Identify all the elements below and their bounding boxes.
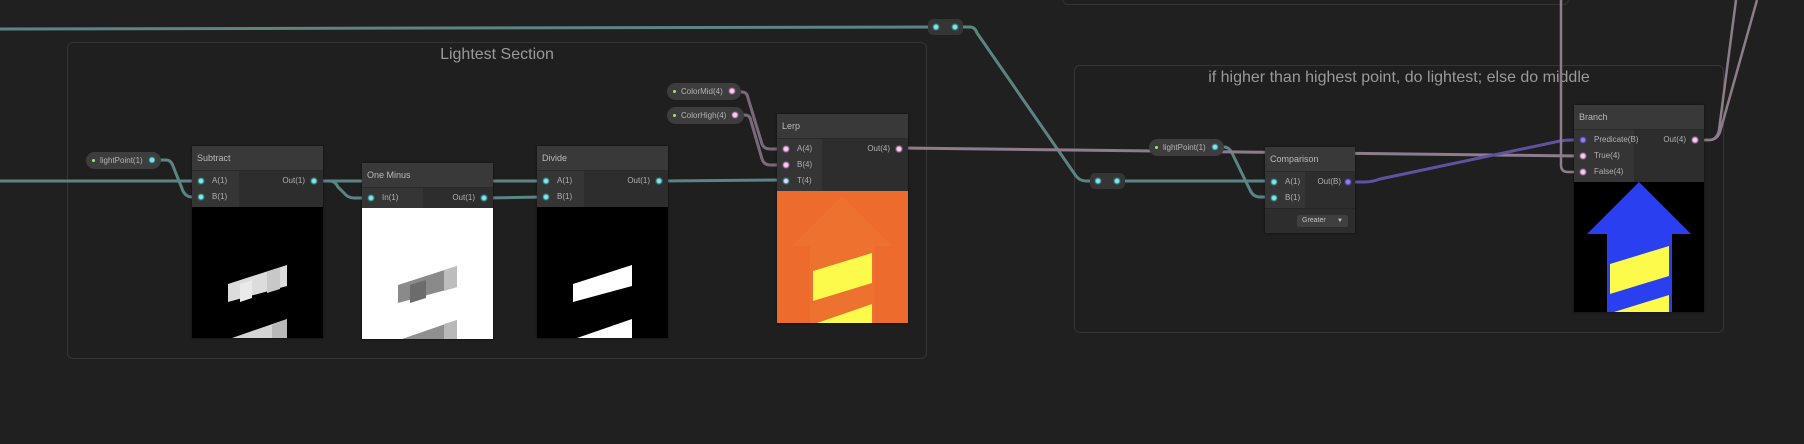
- port-icon[interactable]: [198, 194, 204, 200]
- node-preview: [537, 207, 668, 338]
- output-port[interactable]: Out(4): [1634, 132, 1704, 148]
- input-port-t[interactable]: T(4): [777, 173, 822, 189]
- port-out-icon[interactable]: [148, 157, 155, 163]
- reroute-node[interactable]: [1090, 173, 1125, 189]
- node-one-minus[interactable]: One Minus In(1) Out(1): [362, 163, 493, 339]
- node-divide[interactable]: Divide A(1) B(1) Out(1): [537, 146, 668, 338]
- port-icon[interactable]: [198, 178, 204, 184]
- node-title[interactable]: Divide: [537, 146, 668, 171]
- comparison-mode-dropdown[interactable]: Greater ▼: [1297, 215, 1348, 227]
- property-color-high[interactable]: ColorHigh(4): [667, 107, 745, 124]
- property-color-mid[interactable]: ColorMid(4): [667, 83, 741, 100]
- node-title[interactable]: Lerp: [777, 114, 908, 139]
- port-icon[interactable]: [1345, 179, 1351, 185]
- port-icon[interactable]: [543, 194, 549, 200]
- property-label: ColorMid(4): [681, 87, 723, 96]
- port-icon[interactable]: [481, 195, 487, 201]
- property-label: ColorHigh(4): [681, 111, 727, 120]
- wire-float: [0, 25, 934, 31]
- exposed-dot-icon: [673, 90, 676, 93]
- group-partial-top: [1062, 0, 1569, 5]
- input-port-a[interactable]: A(4): [777, 141, 822, 157]
- node-preview: [777, 191, 908, 323]
- property-label: lightPoint(1): [100, 156, 143, 165]
- exposed-dot-icon: [92, 159, 95, 162]
- port-in-icon[interactable]: [1095, 178, 1101, 184]
- input-port-b[interactable]: B(1): [192, 189, 239, 205]
- port-icon[interactable]: [1271, 195, 1277, 201]
- reroute-node[interactable]: [928, 19, 963, 35]
- input-port-a[interactable]: A(1): [1265, 174, 1305, 190]
- port-icon[interactable]: [1580, 137, 1586, 143]
- node-branch[interactable]: Branch Predicate(B) True(4) False(4) Out…: [1574, 105, 1704, 312]
- node-preview: [362, 208, 493, 339]
- port-icon[interactable]: [1580, 169, 1586, 175]
- port-icon[interactable]: [311, 178, 317, 184]
- property-light-point[interactable]: lightPoint(1): [86, 152, 161, 169]
- port-icon[interactable]: [1692, 137, 1698, 143]
- port-icon[interactable]: [783, 162, 789, 168]
- group-title[interactable]: if higher than highest point, do lightes…: [1208, 69, 1590, 86]
- input-port-a[interactable]: A(1): [537, 173, 584, 189]
- port-icon[interactable]: [783, 178, 789, 184]
- property-light-point[interactable]: lightPoint(1): [1149, 139, 1224, 156]
- property-label: lightPoint(1): [1163, 143, 1206, 152]
- output-port[interactable]: Out(1): [239, 173, 323, 189]
- input-port-a[interactable]: A(1): [192, 173, 239, 189]
- port-out-icon[interactable]: [728, 88, 735, 94]
- input-port-false[interactable]: False(4): [1574, 164, 1634, 180]
- node-preview: [192, 207, 323, 338]
- group-title[interactable]: Lightest Section: [440, 46, 554, 63]
- node-comparison[interactable]: Comparison A(1) B(1) Out(B) Greater ▼: [1265, 147, 1355, 233]
- output-port[interactable]: Out(1): [423, 190, 493, 206]
- node-title[interactable]: Comparison: [1265, 147, 1355, 172]
- port-in-icon[interactable]: [933, 24, 939, 30]
- output-port[interactable]: Out(1): [584, 173, 668, 189]
- caret-down-icon: ▼: [1337, 218, 1343, 224]
- output-port[interactable]: Out(B): [1305, 174, 1355, 190]
- port-icon[interactable]: [543, 178, 549, 184]
- port-out-icon[interactable]: [732, 112, 739, 118]
- node-title[interactable]: Branch: [1574, 105, 1704, 130]
- node-preview: [1574, 182, 1704, 312]
- port-out-icon[interactable]: [1211, 144, 1218, 150]
- port-icon[interactable]: [783, 146, 789, 152]
- port-out-icon[interactable]: [1114, 178, 1120, 184]
- node-subtract[interactable]: Subtract A(1) B(1) Out(1): [192, 146, 323, 338]
- port-icon[interactable]: [1580, 153, 1586, 159]
- port-icon[interactable]: [896, 146, 902, 152]
- port-icon[interactable]: [656, 178, 662, 184]
- input-port-in[interactable]: In(1): [362, 190, 423, 206]
- port-icon[interactable]: [1271, 179, 1277, 185]
- input-port-b[interactable]: B(1): [1265, 190, 1305, 206]
- exposed-dot-icon: [673, 114, 676, 117]
- output-port[interactable]: Out(4): [822, 141, 908, 157]
- exposed-dot-icon: [1155, 146, 1158, 149]
- node-title[interactable]: One Minus: [362, 163, 493, 188]
- input-port-predicate[interactable]: Predicate(B): [1574, 132, 1638, 148]
- port-icon[interactable]: [368, 195, 374, 201]
- input-port-b[interactable]: B(4): [777, 157, 822, 173]
- node-lerp[interactable]: Lerp A(4) B(4) T(4) Out(4): [777, 114, 908, 323]
- input-port-true[interactable]: True(4): [1574, 148, 1634, 164]
- node-title[interactable]: Subtract: [192, 146, 323, 171]
- port-out-icon[interactable]: [952, 24, 958, 30]
- input-port-b[interactable]: B(1): [537, 189, 584, 205]
